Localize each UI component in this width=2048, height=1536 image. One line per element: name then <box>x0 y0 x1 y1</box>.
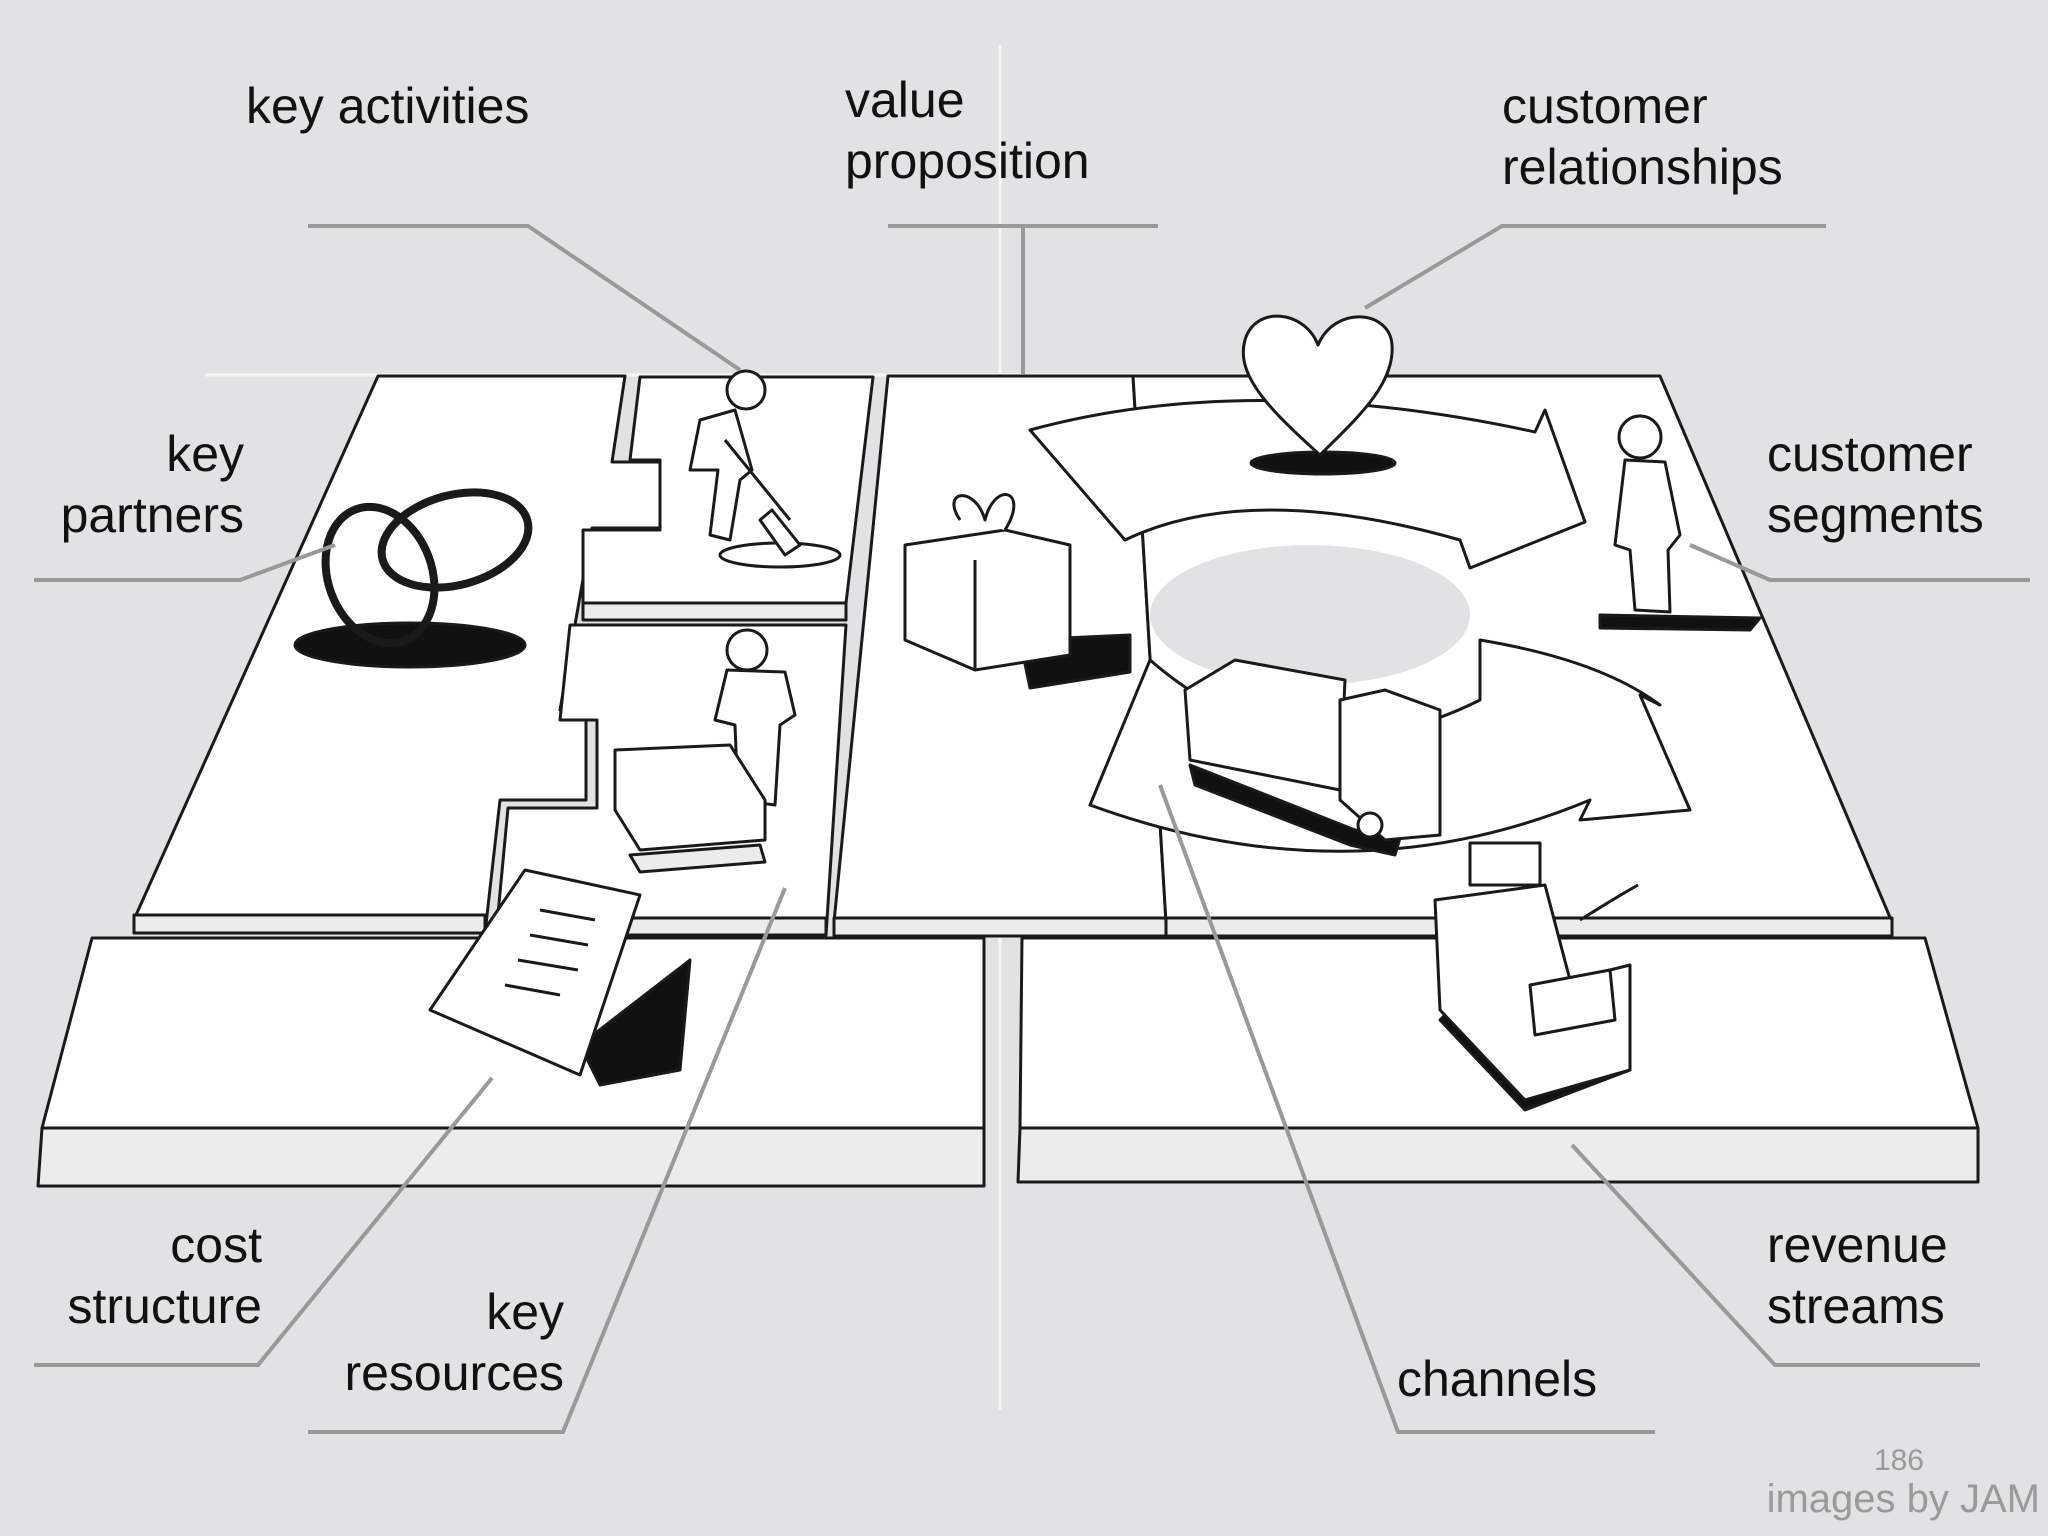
rings-drawing <box>293 488 533 669</box>
cash-register-drawing <box>1433 841 1639 1112</box>
invoice-drawing <box>428 868 692 1087</box>
leader-customer-relationships <box>1363 224 1826 310</box>
leader-cost-structure <box>34 1076 494 1367</box>
label-channels: channels <box>1397 1351 1598 1407</box>
digging-person-drawing <box>688 369 842 569</box>
label-key-resources: key resources <box>344 1284 564 1401</box>
label-key-partners: key partners <box>60 426 244 543</box>
label-key-activities: key activities <box>246 78 530 134</box>
label-cost-structure: cost structure <box>67 1217 262 1334</box>
leader-key-partners <box>34 543 336 582</box>
resource-person-drawing <box>613 628 797 874</box>
image-credit: images by JAM <box>1766 1477 2040 1521</box>
heart-drawing <box>1241 314 1397 476</box>
label-customer-segments: customer segments <box>1767 426 1984 543</box>
label-customer-relationships: customer relationships <box>1502 78 1783 195</box>
leader-channels <box>1158 784 1655 1434</box>
leader-key-activities <box>308 224 742 372</box>
customer-person-drawing <box>1598 414 1762 632</box>
leader-key-resources <box>308 887 787 1434</box>
leader-customer-segments <box>1689 543 2030 582</box>
label-revenue-streams: revenue streams <box>1767 1217 1948 1334</box>
page-number: 186 <box>1873 1444 1924 1477</box>
leader-revenue-streams <box>1570 1143 1980 1367</box>
callout-lines <box>34 224 2030 1434</box>
truck-drawing <box>1183 658 1442 857</box>
gift-box-drawing <box>903 493 1132 690</box>
upper-arrow <box>1028 399 1587 570</box>
label-value-proposition: value proposition <box>845 72 1090 189</box>
